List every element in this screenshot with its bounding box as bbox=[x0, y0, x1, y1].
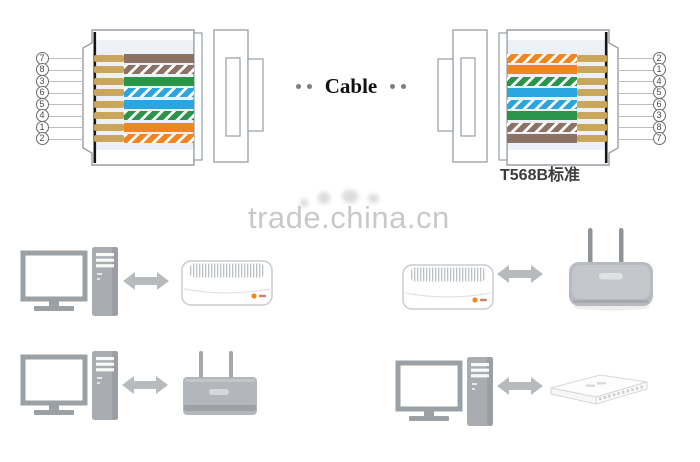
pin-number-label: 2 bbox=[35, 132, 49, 145]
pin-number-label: 7 bbox=[652, 132, 666, 145]
brown-solid-wire bbox=[124, 53, 194, 63]
network-switch-icon bbox=[550, 374, 648, 405]
gold-pin-contact bbox=[94, 77, 124, 85]
gold-pin-contact bbox=[94, 89, 124, 96]
double-arrow-icon bbox=[497, 265, 543, 283]
pin-leader-line bbox=[618, 138, 653, 140]
watermark-smudge bbox=[300, 199, 308, 207]
green-solid-wire bbox=[124, 76, 194, 86]
blue-stripe-wire bbox=[507, 99, 577, 109]
pin-leader-line bbox=[618, 104, 653, 105]
connection-diagram-modem-router bbox=[402, 226, 657, 312]
cable-dots-right bbox=[390, 83, 407, 89]
pin-leader-line bbox=[618, 81, 653, 82]
pin-leader-line bbox=[48, 58, 83, 59]
pin-leader-line bbox=[618, 92, 653, 94]
gold-pin-contact bbox=[94, 54, 124, 62]
gold-pin-contact bbox=[94, 135, 124, 142]
gold-pin-contact bbox=[577, 66, 607, 73]
pin-leader-line bbox=[48, 69, 83, 71]
double-arrow-icon bbox=[123, 271, 169, 290]
blue-stripe-wire bbox=[124, 88, 194, 97]
modem-icon bbox=[402, 264, 494, 310]
dot-icon bbox=[295, 83, 301, 89]
watermark-smudge bbox=[342, 190, 358, 203]
pin-leader-line bbox=[48, 92, 83, 94]
pin-leader-line bbox=[618, 58, 653, 59]
gold-pin-contact bbox=[577, 135, 607, 142]
pin-number-label: 8 bbox=[35, 63, 49, 76]
orange-solid-wire bbox=[124, 122, 194, 132]
watermark-text: trade.china.cn bbox=[248, 200, 450, 235]
double-arrow-icon bbox=[497, 377, 543, 395]
desktop-computer-icon bbox=[20, 351, 118, 420]
gold-pin-contact bbox=[577, 112, 607, 119]
pin-leader-line bbox=[618, 69, 653, 71]
gold-pin-contact bbox=[94, 66, 124, 73]
gold-pin-contact bbox=[577, 77, 607, 85]
orange-solid-wire bbox=[507, 65, 577, 74]
brown-stripe-wire bbox=[124, 65, 194, 74]
watermark-smudge bbox=[318, 192, 330, 204]
blue-solid-wire bbox=[124, 99, 194, 109]
dot-icon bbox=[390, 83, 396, 89]
pin-leader-line bbox=[48, 104, 83, 105]
wireless-router-icon bbox=[183, 351, 257, 415]
orange-stripe-wire bbox=[124, 134, 194, 143]
gold-pin-contact bbox=[577, 123, 607, 131]
cable-dots-left bbox=[295, 83, 312, 89]
gold-pin-contact bbox=[94, 123, 124, 131]
dot-icon bbox=[401, 83, 407, 89]
desktop-computer-icon bbox=[20, 247, 118, 316]
wireless-router-icon bbox=[569, 228, 653, 311]
gold-pin-contact bbox=[577, 54, 607, 62]
green-stripe-wire bbox=[507, 76, 577, 86]
cable-label: Cable bbox=[324, 73, 378, 98]
watermark-smudge bbox=[368, 194, 379, 203]
connection-diagram-computer-router bbox=[20, 350, 258, 424]
brown-stripe-wire bbox=[507, 122, 577, 132]
connection-diagram-computer-switch bbox=[395, 356, 650, 430]
pin-leader-line bbox=[48, 127, 83, 128]
connection-diagram-computer-modem bbox=[20, 246, 273, 320]
gold-pin-contact bbox=[94, 112, 124, 119]
gold-pin-contact bbox=[94, 100, 124, 108]
gold-pin-contact bbox=[577, 100, 607, 108]
pin-number-label: 4 bbox=[652, 74, 666, 88]
cable-label-block: Cable bbox=[280, 74, 422, 98]
green-solid-wire bbox=[507, 111, 577, 120]
desktop-computer-icon bbox=[395, 357, 493, 426]
green-stripe-wire bbox=[124, 111, 194, 120]
brown-solid-wire bbox=[507, 134, 577, 143]
gold-pin-contact bbox=[577, 89, 607, 96]
pin-leader-line bbox=[48, 81, 83, 82]
dot-icon bbox=[306, 83, 312, 89]
orange-stripe-wire bbox=[507, 53, 577, 63]
pin-leader-line bbox=[48, 115, 83, 117]
pin-leader-line bbox=[618, 115, 653, 117]
pin-leader-line bbox=[618, 127, 653, 128]
double-arrow-icon bbox=[122, 376, 168, 394]
t568b-standard-label: T568B标准 bbox=[500, 167, 581, 184]
blue-solid-wire bbox=[507, 88, 577, 97]
modem-icon bbox=[181, 260, 273, 306]
pin-leader-line bbox=[48, 138, 83, 140]
